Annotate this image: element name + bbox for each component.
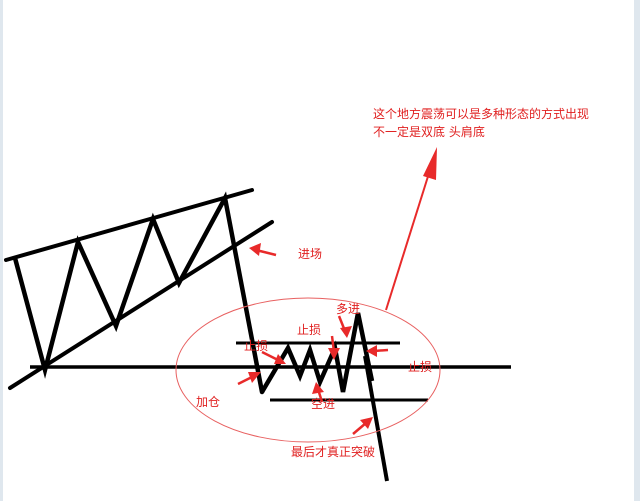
pointer-arrow-shaft — [385, 169, 431, 311]
stop-loss-upper-arrow — [328, 335, 340, 360]
range-zigzag — [260, 312, 375, 394]
entry-arrow — [249, 243, 277, 257]
marker-arrows — [237, 243, 389, 435]
left-border — [0, 0, 3, 501]
stop-loss-left-label: 止损 — [244, 339, 268, 353]
rising-wedge — [4, 188, 274, 395]
note-line-2: 不一定是双底 头肩底 — [373, 124, 485, 139]
add-position-label: 加仓 — [196, 395, 220, 409]
entry-label: 进场 — [298, 247, 322, 261]
stop-loss-right-arrow — [366, 345, 389, 357]
wedge-upper-trendline — [4, 188, 254, 262]
final-breakout-arrow — [352, 417, 373, 435]
add-long-label: 多进 — [336, 302, 360, 316]
short-entry-arrow — [312, 382, 324, 403]
final-breakout-label: 最后才真正突破 — [291, 444, 375, 459]
breakout-line — [363, 355, 389, 482]
note-line-1: 这个地方震荡可以是多种形态的方式出现 — [373, 106, 589, 121]
add-position-arrow — [237, 372, 261, 386]
add-long-arrow — [337, 315, 352, 338]
stop-loss-upper-label: 止损 — [297, 323, 321, 337]
consolidation-ellipse — [175, 297, 441, 443]
wedge-lower-trendline — [8, 220, 274, 390]
stop-loss-right-label: 止损 — [408, 360, 432, 374]
wedge-zigzag — [12, 191, 265, 395]
stop-loss-left-arrow — [261, 350, 286, 364]
short-entry-label: 空进 — [311, 397, 335, 411]
right-border — [634, 0, 640, 501]
pointer-arrow-head — [423, 147, 437, 180]
